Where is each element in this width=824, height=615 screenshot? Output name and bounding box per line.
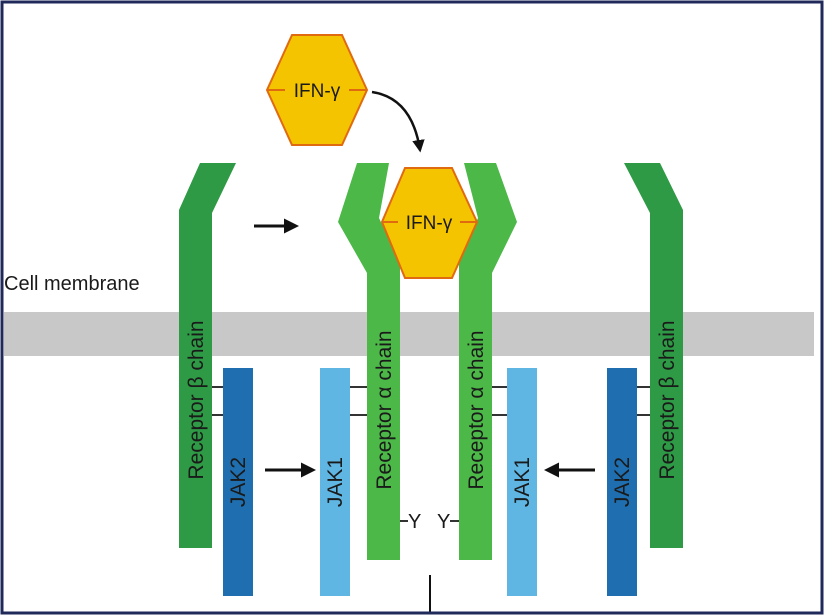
ifn-gamma-bound: IFN-γ: [380, 167, 479, 279]
jak1-left-label: JAK1: [324, 457, 347, 507]
jak1-right: JAK1: [507, 368, 537, 596]
jak2-right: JAK2: [607, 368, 637, 596]
jak2-left-label: JAK2: [227, 457, 250, 507]
receptor-alpha-chain-left: Receptor α chain: [338, 163, 400, 560]
tyrosine-right-label: Y: [437, 511, 450, 533]
receptor-alpha-chain-right-label: Receptor α chain: [465, 330, 488, 489]
jak2-right-label: JAK2: [611, 457, 634, 507]
receptor-beta-chain-right: Receptor β chain: [624, 163, 683, 548]
receptor-beta-chain-left: Receptor β chain: [179, 163, 236, 548]
binding-arrow: [371, 90, 425, 153]
tyrosine-left-label: Y: [408, 511, 421, 533]
jak2-left: JAK2: [223, 368, 253, 596]
receptor-beta-chain-left-label: Receptor β chain: [185, 320, 208, 479]
tyrosine-residues: Y Y: [400, 511, 459, 533]
receptor-beta-chain-right-label: Receptor β chain: [656, 320, 679, 479]
jak1-right-label: JAK1: [511, 457, 534, 507]
cell-membrane-label: Cell membrane: [4, 273, 140, 295]
receptor-alpha-chain-left-label: Receptor α chain: [373, 330, 396, 489]
receptor-alpha-chain-right: Receptor α chain: [459, 163, 517, 560]
ifn-gamma-free-label: IFN-γ: [294, 81, 341, 102]
cell-membrane-band: [4, 312, 814, 356]
ifn-gamma-bound-label: IFN-γ: [406, 213, 453, 234]
jak1-left: JAK1: [320, 368, 350, 596]
ifn-gamma-free: IFN-γ: [265, 34, 369, 146]
